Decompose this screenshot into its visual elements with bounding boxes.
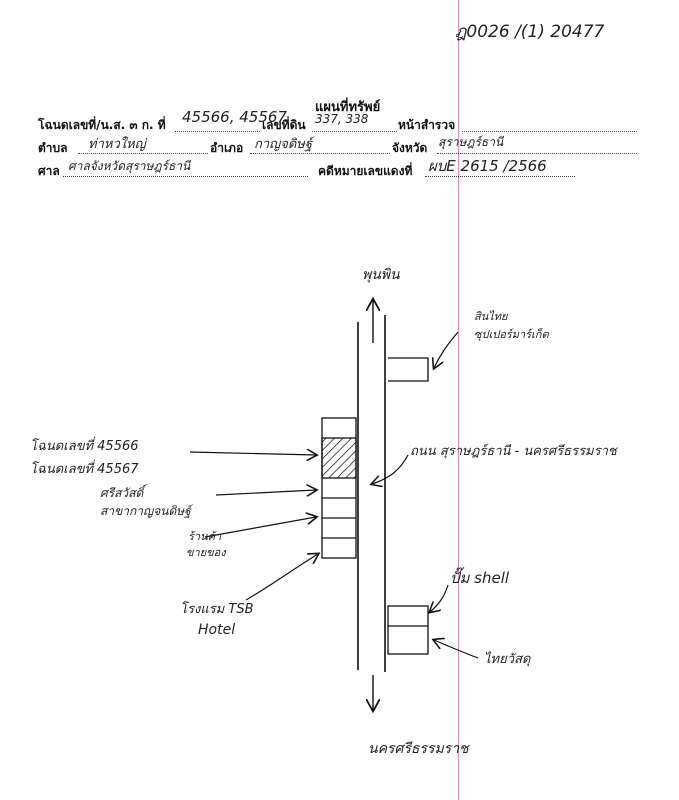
supermarket-label-1: สินไทย: [474, 310, 508, 323]
arrow-deeds: [189, 452, 316, 455]
district-line: [250, 153, 390, 154]
court-line: [63, 176, 308, 177]
land-no-line: [312, 131, 397, 132]
deed-label: โฉนดเลขที่/น.ส. ๓ ก. ที่: [38, 118, 166, 132]
deed-plot-hatched: [321, 437, 357, 479]
subdistrict-line: [78, 153, 208, 154]
case-no-value: ผบE 2615 /2566: [428, 157, 547, 175]
land-no-label: เลขที่ดิน: [262, 118, 306, 132]
shop-label-1: ร้านค้า: [188, 530, 222, 543]
page-title: แผนที่ทรัพย์: [315, 100, 381, 115]
court-value: ศาลจังหวัดสุราษฎร์ธานี: [68, 159, 191, 173]
thaiwatsadu-label: ไทยวัสดุ: [484, 652, 531, 667]
court-label: ศาล: [38, 164, 60, 178]
survey-page-line: [462, 131, 637, 132]
shop-label-2: ขายของ: [186, 546, 226, 559]
shell-label: ปั๊ม shell: [450, 569, 510, 587]
arrow-road: [372, 454, 409, 484]
province-label: จังหวัด: [392, 141, 428, 155]
arrow-bank: [215, 490, 316, 495]
deed-line: [175, 131, 260, 132]
land-no-value: 337, 338: [315, 112, 369, 126]
arrow-shell: [430, 584, 449, 612]
arrow-shop: [204, 517, 316, 538]
top-right-plot: [388, 357, 429, 382]
province-value: สุราษฎร์ธานี: [438, 135, 504, 149]
left-plots-block: [321, 417, 357, 559]
district-label: อำเภอ: [210, 141, 244, 155]
north-label: พุนพิน: [362, 267, 400, 283]
margin-line: [458, 0, 459, 800]
deed-map-label-2: โฉนดเลขที่ 45567: [30, 462, 139, 477]
arrow-thaiwatsadu: [434, 640, 479, 659]
district-value: กาญจดิษฐ์: [254, 137, 313, 152]
province-line: [437, 153, 637, 154]
south-label: นครศรีธรรมราช: [368, 741, 469, 757]
subdistrict-label: ตำบล: [38, 141, 68, 155]
road-label: ถนน สุราษฎร์ธานี - นครศรีธรรมราช: [410, 444, 617, 459]
case-no-line: [425, 176, 575, 177]
case-reference: ฎ0026 /(1) 20477: [455, 22, 605, 42]
bank-label-2: สาขากาญจนดิษฐ์: [100, 504, 191, 518]
bottom-right-plots: [387, 605, 429, 655]
deed-value: 45566, 45567: [182, 108, 287, 126]
subdistrict-value: ท่าหวใหญ่: [88, 137, 146, 152]
hotel-label-2: Hotel: [198, 622, 236, 638]
deed-map-label-1: โฉนดเลขที่ 45566: [30, 439, 139, 454]
arrow-hotel: [245, 554, 318, 601]
case-no-label: คดีหมายเลขแดงที่: [318, 164, 413, 178]
supermarket-label-2: ซุปเปอร์มาร์เก็ต: [474, 328, 549, 341]
bank-label-1: ศรีสวัสดิ์: [100, 486, 144, 500]
arrow-supermarket: [434, 331, 459, 368]
hotel-label-1: โรงแรม TSB: [180, 602, 254, 617]
survey-page-label: หน้าสำรวจ: [398, 118, 456, 132]
